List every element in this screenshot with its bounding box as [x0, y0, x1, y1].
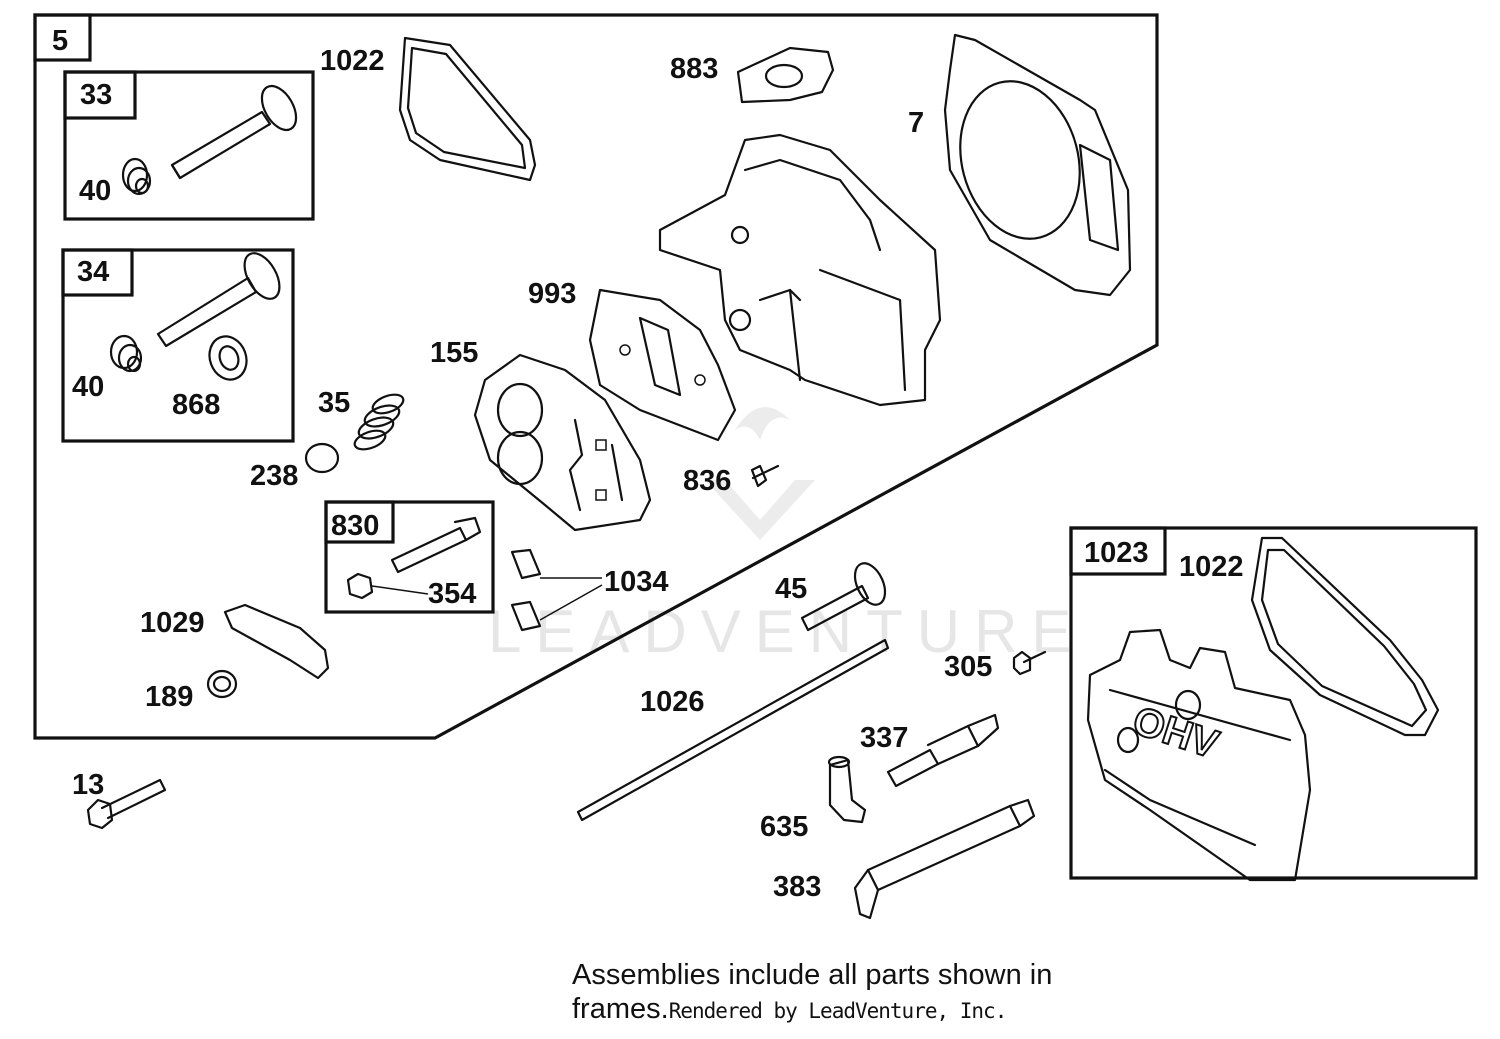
- label-5[interactable]: 5: [52, 25, 68, 57]
- footnote: Assemblies include all parts shown in fr…: [572, 958, 1192, 1028]
- part-830-rocker-stud[interactable]: [390, 516, 482, 574]
- label-40-a[interactable]: 40: [79, 175, 111, 207]
- part-1029-rocker-arm[interactable]: [223, 603, 330, 680]
- part-1023-valve-cover[interactable]: [1086, 628, 1312, 882]
- part-354-nut[interactable]: [346, 572, 429, 600]
- cover-emboss-text: OHV: [1128, 699, 1224, 768]
- label-40-b[interactable]: 40: [72, 371, 104, 403]
- watermark-logo: [705, 407, 815, 540]
- label-836[interactable]: 836: [683, 465, 731, 497]
- label-1029[interactable]: 1029: [140, 607, 205, 639]
- label-635[interactable]: 635: [760, 811, 808, 843]
- part-635-spark-terminal[interactable]: [827, 755, 867, 824]
- assembly-frame-34: [61, 248, 295, 443]
- label-33[interactable]: 33: [80, 79, 112, 111]
- label-1022-a[interactable]: 1022: [320, 45, 385, 77]
- assembly-frame-830: [324, 500, 495, 614]
- part-993-gasket[interactable]: [588, 288, 737, 442]
- part-35-valve-spring[interactable]: [352, 391, 406, 453]
- label-1022-b[interactable]: 1022: [1179, 551, 1244, 583]
- label-1026[interactable]: 1026: [640, 686, 705, 718]
- part-33-valve-exhaust[interactable]: [170, 80, 303, 180]
- part-868-seal[interactable]: [204, 331, 253, 385]
- part-7-head-gasket[interactable]: [943, 33, 1132, 297]
- part-40-retainer-b[interactable]: [109, 334, 143, 373]
- watermark-text: LEADVENTURE: [488, 598, 1085, 665]
- label-305[interactable]: 305: [944, 651, 992, 683]
- label-354[interactable]: 354: [428, 578, 476, 610]
- part-1022-gasket-top[interactable]: [398, 36, 537, 182]
- part-883-gasket[interactable]: [736, 46, 835, 104]
- part-155-breather-plate[interactable]: [473, 353, 652, 532]
- label-7[interactable]: 7: [908, 107, 924, 139]
- label-1034[interactable]: 1034: [604, 566, 669, 598]
- label-337[interactable]: 337: [860, 722, 908, 754]
- label-13[interactable]: 13: [72, 769, 104, 801]
- assembly-frame-33: [63, 70, 315, 221]
- assembly-frame-830-tag: [324, 500, 395, 544]
- assembly-frame-5-tag: [33, 13, 92, 62]
- footnote-text: Assemblies include all parts shown in fr…: [572, 959, 1053, 1025]
- cylinder-head: [658, 133, 942, 407]
- label-35[interactable]: 35: [318, 387, 350, 419]
- label-155[interactable]: 155: [430, 337, 478, 369]
- label-993[interactable]: 993: [528, 278, 576, 310]
- assembly-frame-1023: [1069, 526, 1478, 880]
- label-189[interactable]: 189: [145, 681, 193, 713]
- part-1026-push-rod[interactable]: [576, 638, 890, 822]
- part-836-screw[interactable]: [750, 464, 780, 488]
- assembly-frame-1023-tag: [1069, 526, 1167, 576]
- assembly-frame-34-tag: [61, 248, 134, 297]
- part-40-retainer-a[interactable]: [121, 157, 152, 196]
- assembly-frame-33-tag: [63, 70, 137, 120]
- part-383-tool[interactable]: [853, 798, 1036, 920]
- label-45[interactable]: 45: [775, 573, 807, 605]
- label-830[interactable]: 830: [331, 510, 379, 542]
- part-45-tappet[interactable]: [800, 559, 891, 632]
- part-337-spark-plug[interactable]: [886, 713, 1000, 788]
- part-1034-push-rod-guide[interactable]: [510, 548, 603, 632]
- assembly-frame-5: [33, 13, 1159, 740]
- label-34[interactable]: 34: [77, 256, 109, 288]
- part-34-valve-intake[interactable]: [156, 247, 287, 348]
- label-238[interactable]: 238: [250, 460, 298, 492]
- credit-text: Rendered by LeadVenture, Inc.: [668, 999, 1008, 1023]
- label-1023[interactable]: 1023: [1084, 537, 1149, 569]
- part-238-cap[interactable]: [304, 442, 340, 474]
- label-883[interactable]: 883: [670, 53, 718, 85]
- part-1022-gasket-cover[interactable]: [1250, 536, 1440, 737]
- part-13-bolt[interactable]: [86, 778, 167, 830]
- label-868[interactable]: 868: [172, 389, 220, 421]
- part-189-rocker-nut[interactable]: [206, 669, 238, 699]
- label-383[interactable]: 383: [773, 871, 821, 903]
- part-305-screw[interactable]: [1012, 650, 1047, 676]
